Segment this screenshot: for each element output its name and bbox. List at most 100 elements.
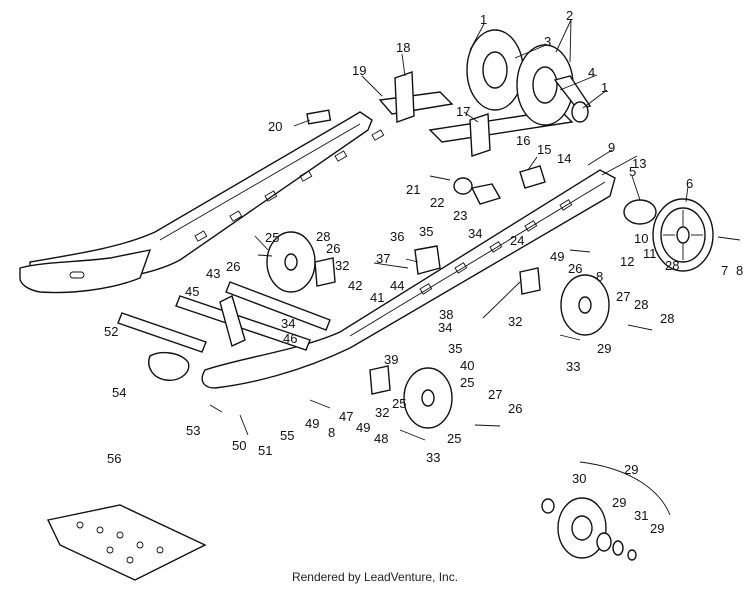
label-47: 47: [339, 409, 353, 424]
label-28a: 28: [316, 229, 330, 244]
label-30: 31: [634, 508, 648, 523]
wear-strip-studs: [76, 521, 164, 564]
label-35a: 35: [419, 224, 433, 239]
label-26b: 26: [326, 241, 340, 256]
label-29a: 30: [572, 471, 586, 486]
label-26f: 25: [392, 396, 406, 411]
label-29b: 29: [650, 521, 664, 536]
label-49c: 49: [305, 416, 319, 431]
wheel-exploded-parts: [541, 461, 671, 561]
label-23: 23: [453, 208, 467, 223]
cross-rods: [117, 281, 331, 353]
label-46a: 46: [283, 331, 297, 346]
label-32c: 32: [375, 405, 389, 420]
label-28d: 25: [447, 431, 461, 446]
label-27a: 27: [616, 289, 630, 304]
label-25c: 26: [508, 401, 522, 416]
label-43: 43: [206, 266, 220, 281]
label-20: 20: [268, 119, 282, 134]
label-32b: 32: [508, 314, 522, 329]
label-41: 41: [370, 290, 384, 305]
label-16: 16: [516, 133, 530, 148]
label-53: 53: [186, 423, 200, 438]
label-13: 13: [632, 156, 646, 171]
bolts: [209, 175, 741, 441]
label-26a: 26: [226, 259, 240, 274]
label-26d: 28: [634, 297, 648, 312]
label-7: 7: [721, 263, 728, 278]
label-31: 29: [612, 495, 626, 510]
label-18: 18: [396, 40, 410, 55]
right-slide-rail: [201, 169, 616, 389]
left-rail-slots: [194, 129, 385, 242]
label-33a: 33: [566, 359, 580, 374]
label-28e: 29: [624, 462, 638, 477]
label-33b: 33: [426, 450, 440, 465]
rear-idler-wheel: [623, 198, 714, 272]
label-34a: 34: [468, 226, 482, 241]
label-34c: 34: [438, 320, 452, 335]
label-2: 2: [566, 8, 573, 23]
label-8c: 8: [328, 425, 335, 440]
label-24: 24: [510, 233, 524, 248]
label-14: 14: [557, 151, 571, 166]
suspension-assembly-drawing: [19, 29, 741, 581]
label-9: 9: [608, 140, 615, 155]
label-39: 39: [384, 352, 398, 367]
label-49b: 49: [356, 420, 370, 435]
label-19: 19: [352, 63, 366, 78]
label-27b: 25: [460, 375, 474, 390]
label-52: 52: [104, 324, 118, 339]
label-5: 5: [629, 164, 636, 179]
rail-tail: [19, 249, 152, 294]
label-48: 48: [374, 431, 388, 446]
label-51: 51: [258, 443, 272, 458]
label-56: 56: [107, 451, 121, 466]
label-6: 6: [686, 176, 693, 191]
label-25b: 28: [660, 311, 674, 326]
label-44: 44: [390, 278, 404, 293]
label-50: 50: [232, 438, 246, 453]
label-8a: 8: [736, 263, 743, 278]
label-4: 4: [588, 65, 595, 80]
label-28b: 28: [665, 258, 679, 273]
label-40: 40: [460, 358, 474, 373]
idler-wheels: [266, 231, 610, 559]
label-37: 37: [376, 251, 390, 266]
label-22: 22: [430, 195, 444, 210]
label-54: 54: [112, 385, 126, 400]
left-slide-rail: [29, 111, 373, 284]
rear-axle-shaft: [378, 91, 454, 115]
label-26c: 26: [568, 261, 582, 276]
label-28c: 29: [597, 341, 611, 356]
leader-lines: [254, 19, 689, 319]
label-17: 17: [456, 104, 470, 119]
label-8b: 8: [596, 269, 603, 284]
label-1b: 1: [601, 80, 608, 95]
hyfax-wear-strip: [46, 504, 207, 581]
label-12: 12: [620, 254, 634, 269]
rear-bumper: [148, 351, 190, 381]
label-38: 38: [439, 307, 453, 322]
label-36: 36: [390, 229, 404, 244]
right-rail-slots: [419, 199, 573, 295]
label-21: 21: [406, 182, 420, 197]
brackets: [306, 71, 546, 395]
credit-text: Rendered by LeadVenture, Inc.: [291, 570, 459, 584]
label-11: 11: [643, 246, 657, 261]
label-1a: 1: [480, 12, 487, 27]
label-10: 10: [634, 231, 648, 246]
label-42: 42: [348, 278, 362, 293]
drive-wheels: [466, 29, 592, 126]
label-32a: 32: [335, 258, 349, 273]
label-45: 45: [185, 284, 199, 299]
label-34b: 34: [281, 316, 295, 331]
label-25a: 25: [265, 230, 279, 245]
part-labels: 1 2 3 4 1 5 6 7 8 9 10 11 12 13 14 15 16…: [104, 8, 743, 536]
label-49a: 49: [550, 249, 564, 264]
label-55: 55: [280, 428, 294, 443]
label-3: 3: [544, 34, 551, 49]
label-35b: 35: [448, 341, 462, 356]
label-15: 15: [537, 142, 551, 157]
